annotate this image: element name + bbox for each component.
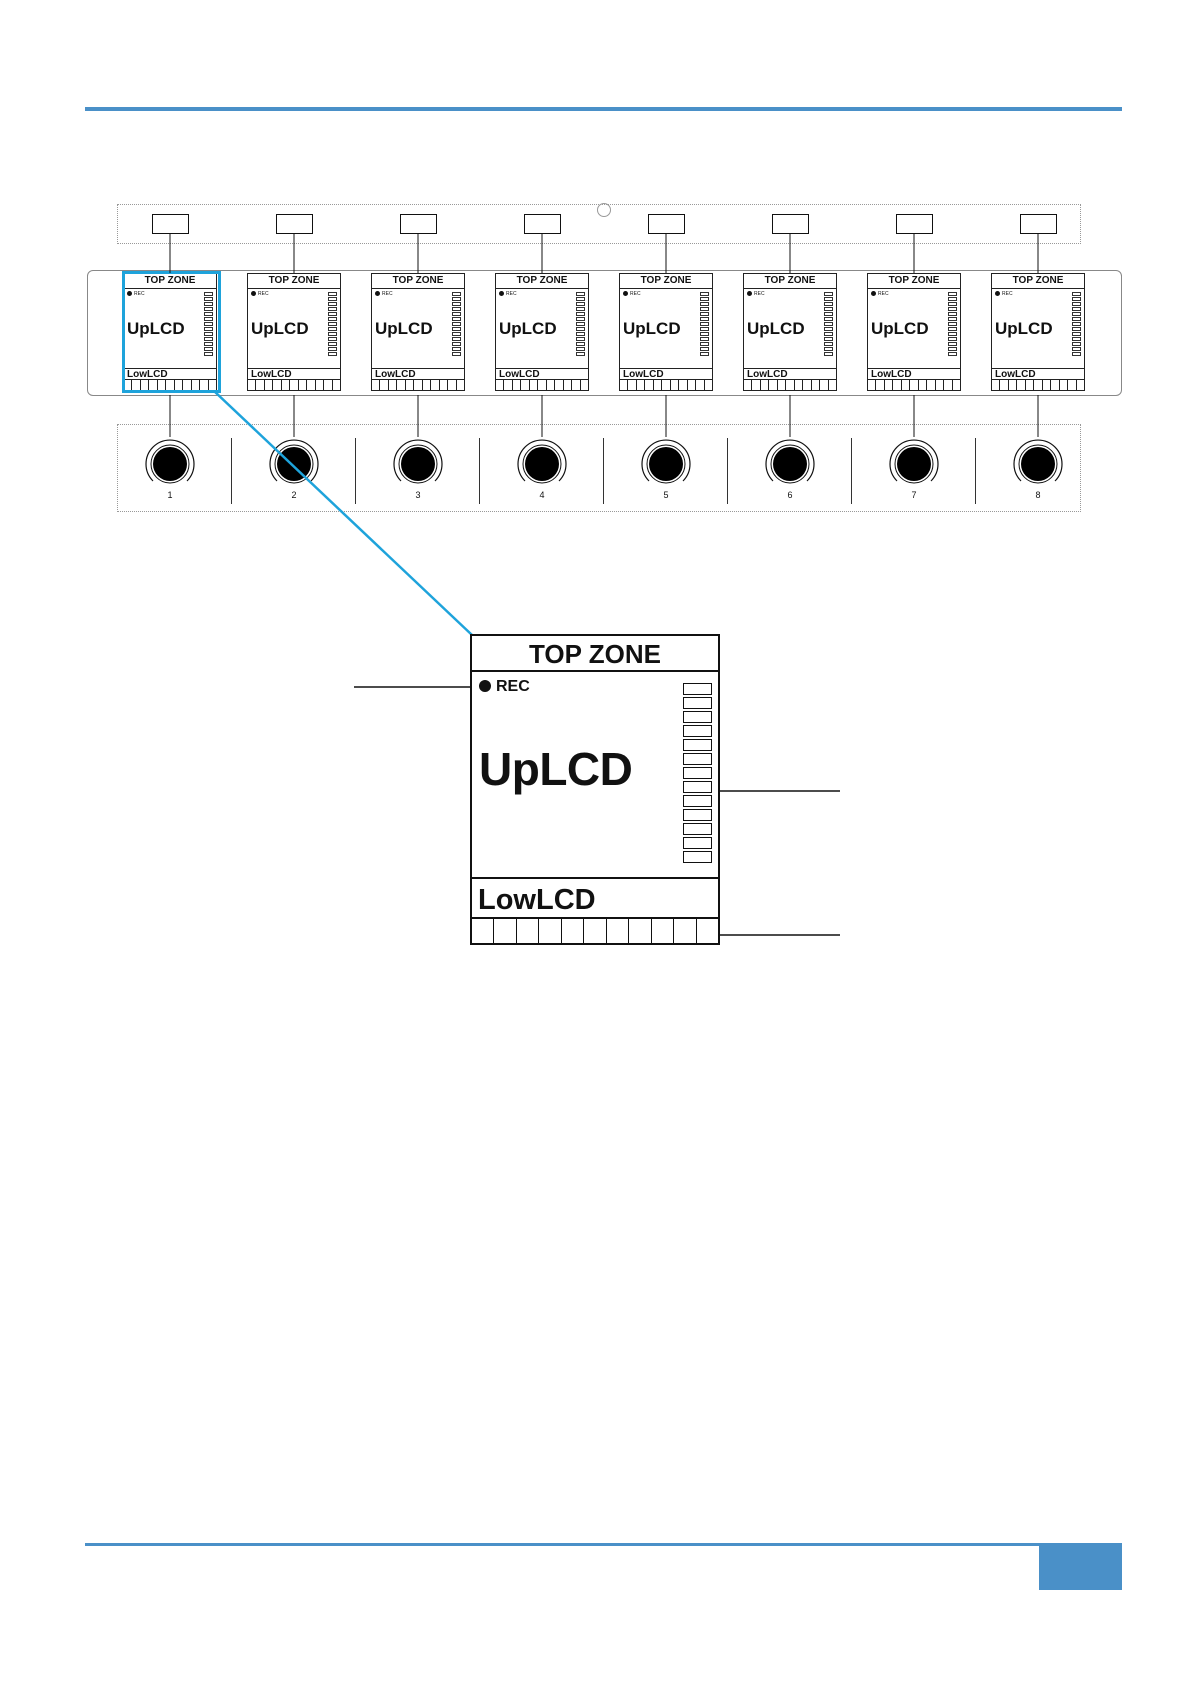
zoomed-lcd: TOP ZONE REC UpLCD LowLCD	[470, 634, 720, 945]
zoom-top-zone: TOP ZONE	[472, 636, 718, 672]
zoom-rec-indicator: REC	[479, 678, 530, 696]
zoom-segment-bar	[472, 917, 718, 943]
zoom-rec-label: REC	[496, 678, 530, 695]
footer-rule	[85, 1543, 1122, 1546]
zoom-level-meter	[683, 683, 712, 865]
rec-dot-icon	[479, 680, 491, 692]
zoom-lower-lcd: LowLCD	[472, 877, 718, 921]
page-number-box	[1039, 1543, 1122, 1590]
zoom-upper-lcd: UpLCD	[479, 742, 632, 796]
